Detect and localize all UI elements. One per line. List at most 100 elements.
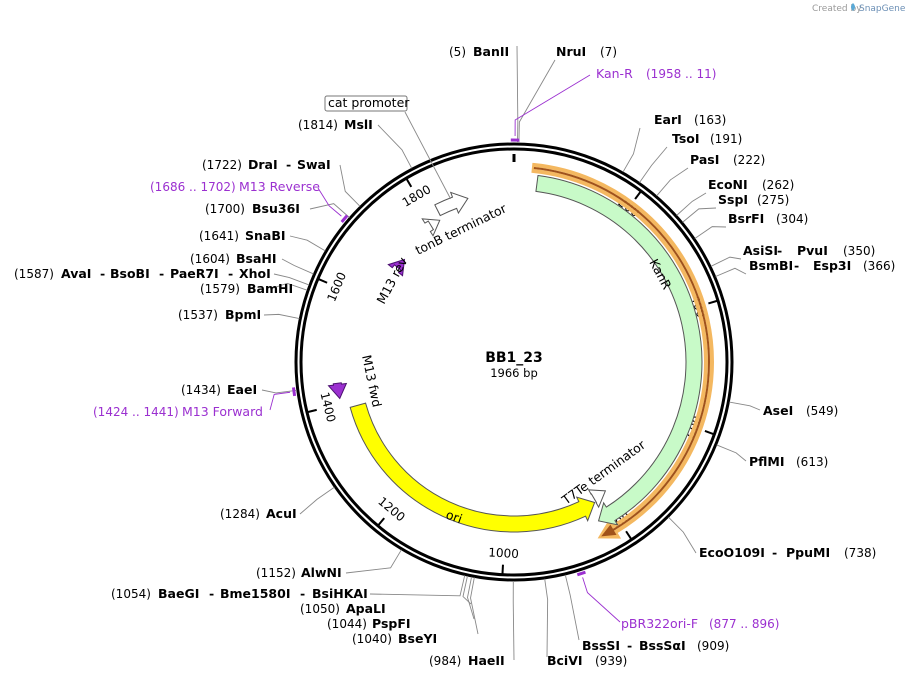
enzyme-name[interactable]: SnaBI [245, 228, 286, 243]
enzyme-name[interactable]: BsmBI [749, 258, 793, 273]
enzyme-name[interactable]: EcoNI [708, 177, 748, 192]
enzyme-pos: (984) [429, 654, 461, 668]
feature-label-name[interactable]: pBR322ori-F [621, 616, 698, 631]
snapgene-logo [851, 3, 855, 11]
enzyme-sep: - [286, 157, 291, 172]
enzyme-leader-line [339, 164, 361, 207]
enzyme-name[interactable]: ApaLI [346, 601, 386, 616]
enzyme-name[interactable]: AlwNI [301, 565, 342, 580]
enzyme-pos: (939) [595, 654, 627, 668]
enzyme-name[interactable]: TsoI [672, 131, 700, 146]
cat-promoter-box [324, 95, 408, 112]
enzyme-name[interactable]: BanII [473, 44, 509, 59]
enzyme-name[interactable]: BsrFI [728, 211, 764, 226]
enzyme-leader-line [715, 267, 747, 277]
enzyme-name[interactable]: Bme1580I [220, 586, 290, 601]
ori-arrow[interactable] [349, 402, 596, 533]
credit-text: Created by [812, 4, 862, 14]
enzyme-leader-line [516, 45, 519, 144]
enzyme-pos: (7) [600, 45, 617, 59]
kanr-arrow[interactable] [535, 174, 703, 526]
tick-mark [405, 178, 413, 188]
enzyme-pos: (1040) [352, 632, 392, 646]
enzyme-pos: (1722) [202, 158, 242, 172]
enzyme-leader-line [369, 575, 466, 597]
enzyme-name[interactable]: Esp3I [813, 258, 851, 273]
enzyme-name[interactable]: BamHI [247, 281, 293, 296]
backbone-outer-ring [294, 142, 734, 582]
feature-label-name[interactable]: M13 Forward [182, 404, 263, 419]
enzyme-name[interactable]: BssSI [582, 638, 620, 653]
enzyme-name[interactable]: EarI [654, 112, 682, 127]
enzyme-leader-line [261, 389, 297, 394]
enzyme-name[interactable]: BseYI [398, 631, 437, 646]
enzyme-name[interactable]: SspI [718, 192, 748, 207]
enzyme-pos: (1050) [300, 602, 340, 616]
enzyme-name[interactable]: PvuI [797, 243, 828, 258]
enzyme-name[interactable]: PaeR7I [170, 266, 219, 281]
m13-rev-arrow[interactable] [387, 258, 406, 277]
enzyme-pos: (1284) [220, 507, 260, 521]
enzyme-name[interactable]: AsiSI [743, 243, 778, 258]
cat-promoter-label[interactable]: cat promoter [328, 95, 410, 110]
enzyme-leader-line [676, 192, 707, 216]
enzyme-pos: (1604) [190, 252, 230, 266]
tonb-terminator-arrow[interactable] [434, 191, 469, 217]
primer-marks [269, 74, 621, 623]
enzyme-name[interactable]: Bsu36I [252, 201, 300, 216]
feature-label-name[interactable]: M13 Reverse [239, 179, 320, 194]
t7te-terminator-arrow[interactable] [587, 489, 607, 509]
enzyme-name[interactable]: DraI [248, 157, 278, 172]
tick-mark [377, 517, 386, 526]
m13-fwd-arrow[interactable] [327, 382, 348, 400]
enzyme-name[interactable]: PflMI [749, 454, 785, 469]
enzyme-name[interactable]: BssSαI [639, 638, 686, 653]
feature-label-range: (1424 .. 1441) [93, 405, 179, 419]
enzyme-labels: (5) BanII NruI (7) EarI (163) TsoI (191)… [14, 44, 895, 668]
enzyme-name[interactable]: AvaI [61, 266, 91, 281]
tick-mark [625, 530, 632, 540]
feature-label-name[interactable]: Kan-R [596, 66, 633, 81]
enzyme-pos: (366) [863, 259, 895, 273]
enzyme-name[interactable]: EaeI [227, 382, 257, 397]
enzyme-leader-line [345, 549, 402, 574]
enzyme-pos: (1152) [256, 566, 296, 580]
enzyme-name[interactable]: AseI [763, 403, 793, 418]
enzyme-name[interactable]: PasI [690, 152, 719, 167]
enzyme-name[interactable]: BciVI [547, 653, 583, 668]
enzyme-leader-line [668, 516, 697, 554]
tick-mark [708, 299, 718, 305]
tick-mark [634, 191, 642, 200]
enzyme-name[interactable]: XhoI [239, 266, 271, 281]
enzyme-name[interactable]: BsaHI [236, 251, 277, 266]
enzyme-pos: (549) [806, 404, 838, 418]
enzyme-leader-line [269, 282, 308, 291]
enzyme-pos: (275) [757, 193, 789, 207]
enzyme-name[interactable]: BpmI [225, 307, 261, 322]
enzyme-pos: (1814) [298, 118, 338, 132]
enzyme-pos: (1537) [178, 308, 218, 322]
tick-mark [704, 430, 714, 435]
enzyme-name[interactable]: BaeGI [158, 586, 199, 601]
tick-label: 1200 [375, 494, 407, 524]
enzyme-name[interactable]: MslI [344, 117, 373, 132]
terminator-small-arrow[interactable] [421, 218, 441, 237]
enzyme-name[interactable]: EcoO109I [699, 545, 765, 560]
enzyme-name[interactable]: HaeII [468, 653, 505, 668]
enzyme-pos: (262) [762, 178, 794, 192]
enzyme-name[interactable]: NruI [556, 44, 586, 59]
enzyme-leader-line [462, 575, 472, 605]
enzyme-leader-line [710, 256, 742, 267]
enzyme-name[interactable]: AcuI [266, 506, 297, 521]
enzyme-name[interactable]: PspFI [372, 616, 411, 631]
enzyme-name[interactable]: PpuMI [786, 545, 830, 560]
enzyme-name[interactable]: BsiHKAI [312, 586, 368, 601]
enzyme-pos: (1587) [14, 267, 54, 281]
enzyme-sep: - [777, 243, 782, 258]
enzyme-leader-line [273, 273, 310, 286]
enzyme-pos: (1434) [181, 383, 221, 397]
cat-promoter-leader [404, 111, 451, 200]
enzyme-name[interactable]: SwaI [297, 157, 331, 172]
enzyme-name[interactable]: BsoBI [110, 266, 150, 281]
enzyme-leader-line [289, 235, 326, 252]
